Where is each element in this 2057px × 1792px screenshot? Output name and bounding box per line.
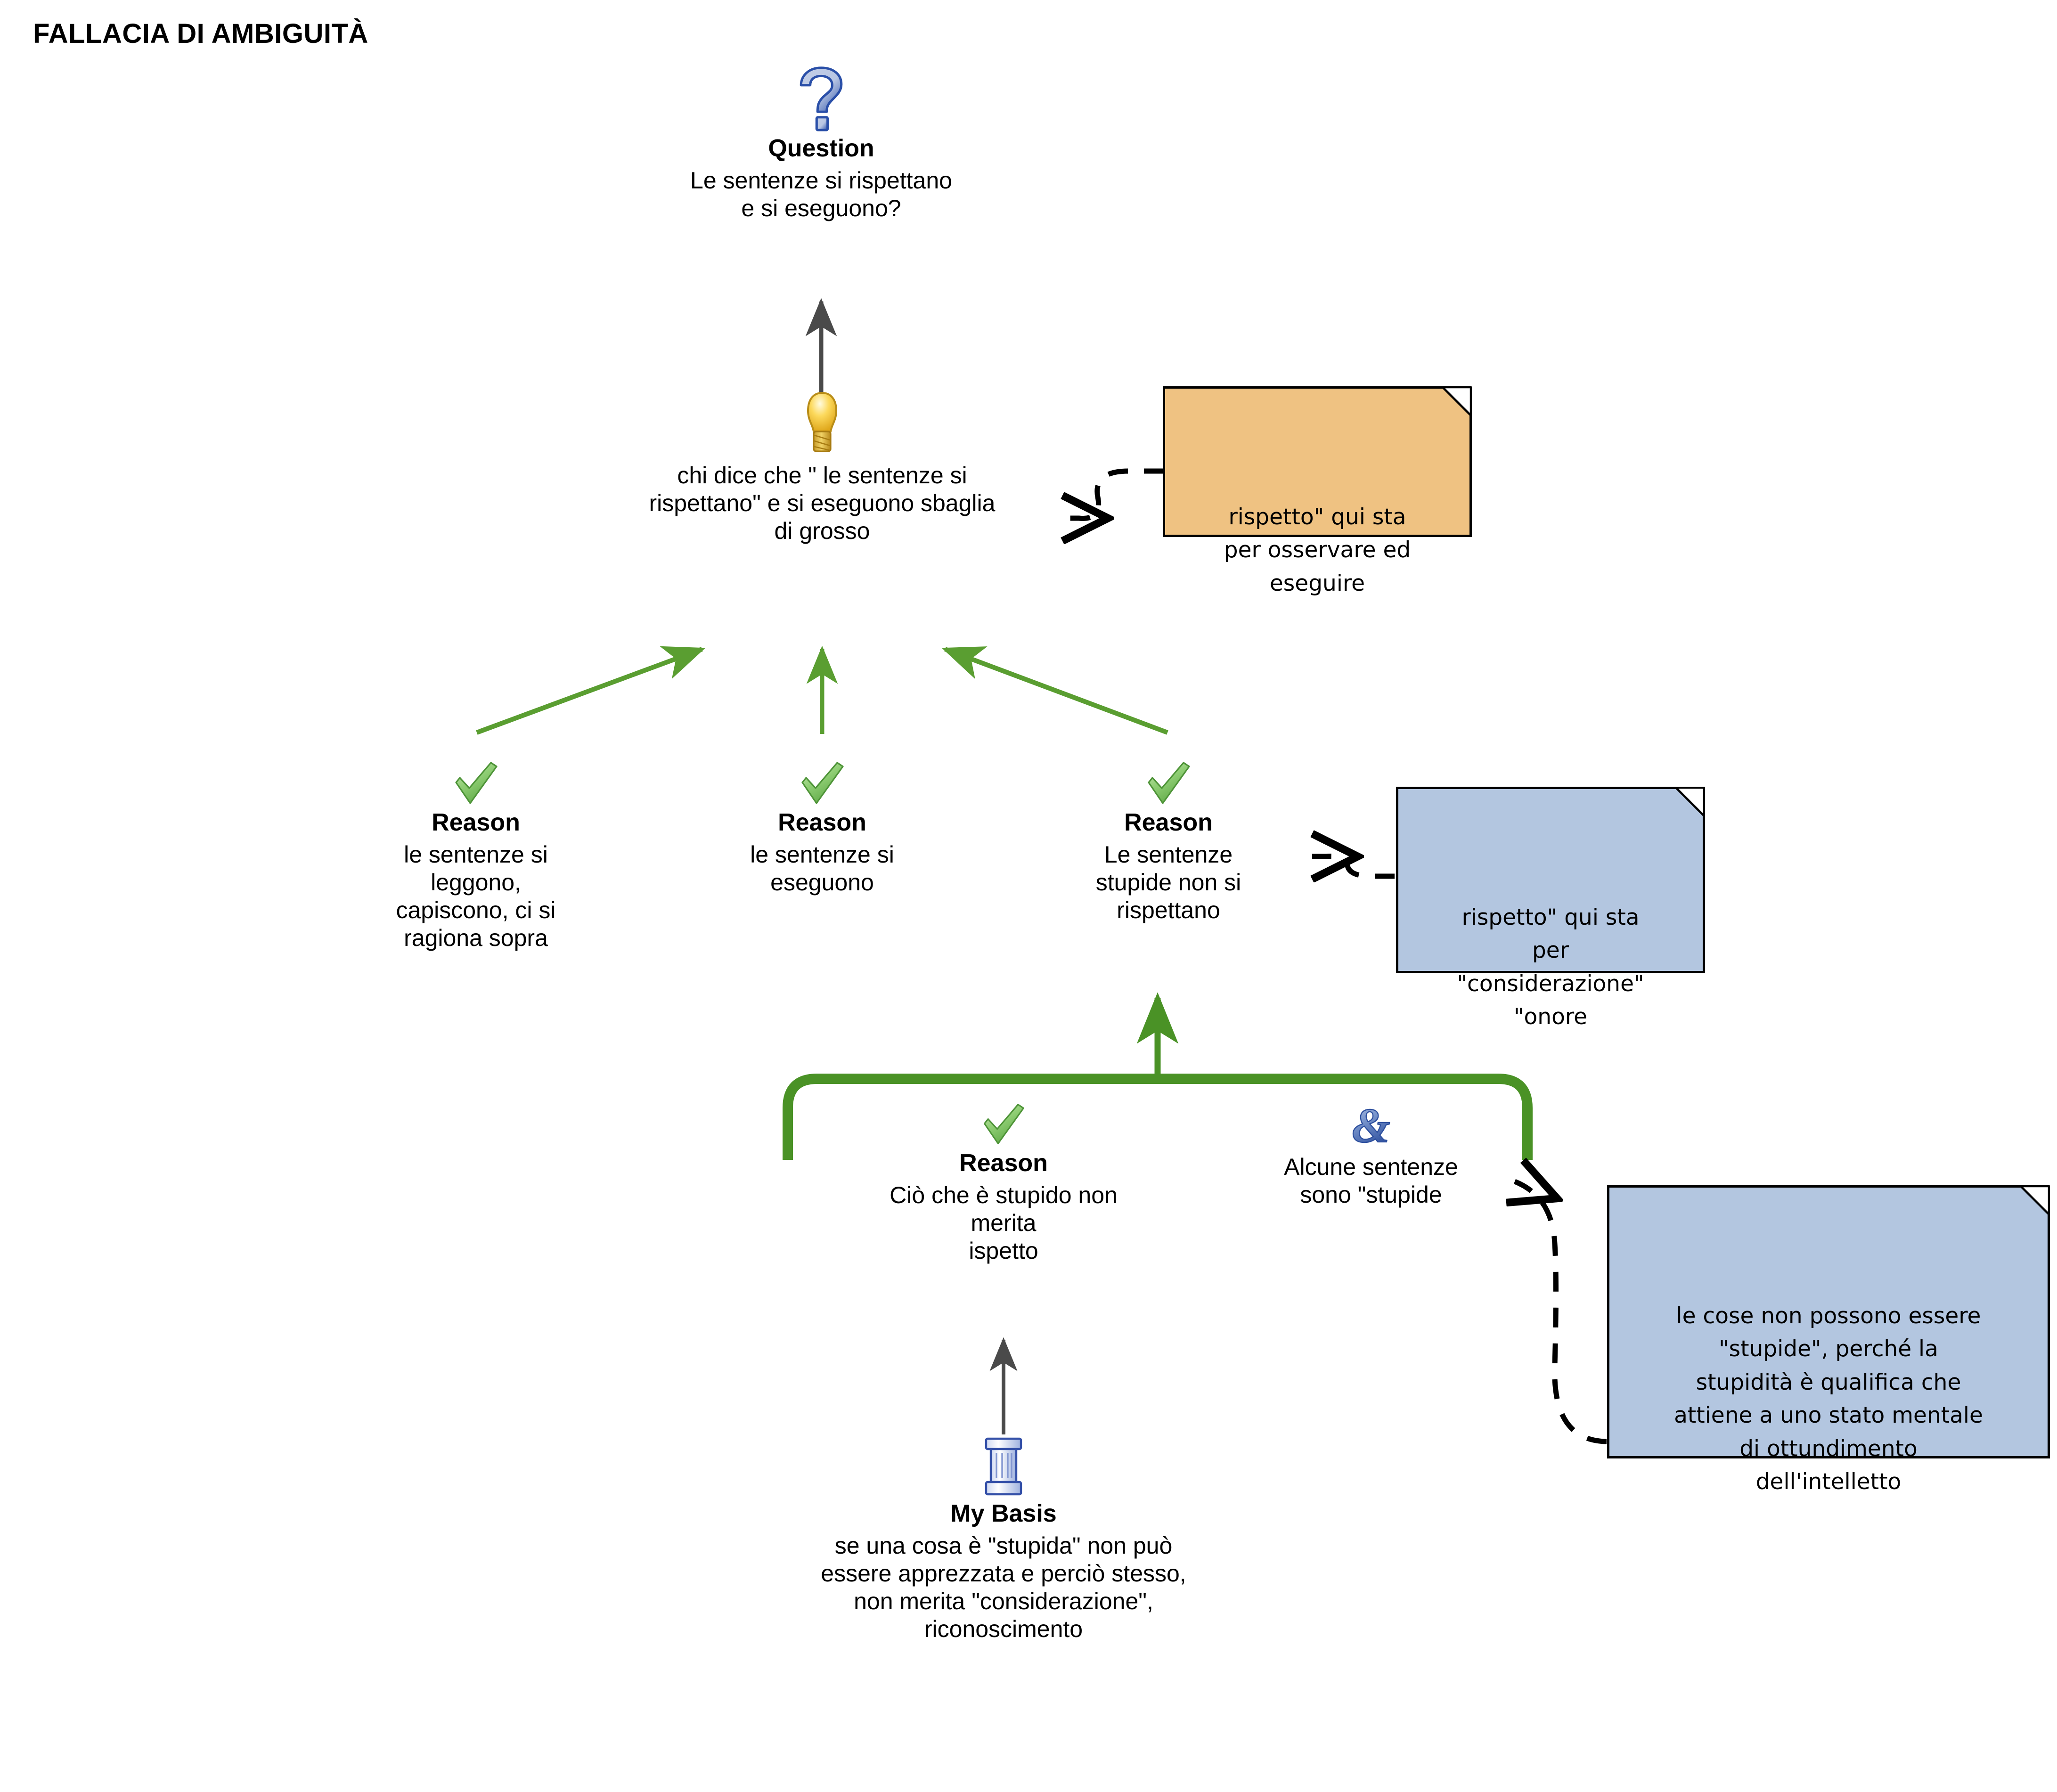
node-type-label: Reason [432,809,520,836]
node-body-text: Le sentenze si rispettano e si eseguono? [690,167,952,222]
node-question[interactable]: Question Le sentenze si rispettano e si … [586,66,1057,222]
sticky-note-blue-1[interactable]: rispetto" qui sta per "considerazione" "… [1396,787,1705,1030]
node-body-text: Alcune sentenze sono "stupide [1284,1154,1458,1208]
question-mark-icon [586,66,1057,132]
node-body-text: se una cosa è "stupida" non può essere a… [821,1532,1186,1643]
note-fold-icon [1443,386,1472,415]
node-my-basis[interactable]: My Basis se una cosa è "stupida" non può… [726,1437,1282,1643]
page-title: FALLACIA DI AMBIGUITÀ [33,18,368,49]
ampersand-icon: & [1234,1098,1508,1153]
pillar-icon [726,1437,1282,1497]
edge-reason3-to-claim [941,646,1168,735]
node-type-label: Reason [778,809,866,836]
node-type-label: Reason [959,1149,1048,1177]
node-body-text: Le sentenze stupide non si rispettano [1095,841,1241,924]
green-check-icon [349,761,603,806]
svg-text:&: & [1352,1102,1390,1149]
edge-reason1-to-claim [476,646,706,735]
note-fold-icon [1676,787,1705,816]
node-body-text: chi dice che " le sentenze si rispettano… [649,462,996,544]
node-claim[interactable]: chi dice che " le sentenze si rispettano… [554,391,1091,545]
green-check-icon [829,1102,1178,1147]
node-body-text: le sentenze si eseguono [750,841,894,896]
sticky-note-blue-2[interactable]: le cose non possono essere "stupide", pe… [1607,1185,2050,1495]
node-type-label: My Basis [950,1500,1057,1527]
green-check-icon [697,761,947,806]
green-check-icon [1044,761,1293,806]
node-reason-2[interactable]: Reason le sentenze si eseguono [697,761,947,896]
sticky-note-text: le cose non possono essere "stupide", pe… [1674,1303,1983,1495]
node-body-text: Ciò che è stupido non merita ispetto [890,1182,1118,1264]
node-reason-4[interactable]: Reason Ciò che è stupido non merita ispe… [829,1102,1178,1265]
sticky-note-text: rispetto" qui sta per "considerazione" "… [1457,904,1644,1030]
node-body-text: le sentenze si leggono, capiscono, ci si… [396,841,556,952]
connector-note2-to-reason3 [1312,856,1395,876]
note-fold-icon [2021,1185,2050,1214]
node-reason-3[interactable]: Reason Le sentenze stupide non si rispet… [1044,761,1293,924]
node-reason-1[interactable]: Reason le sentenze si leggono, capiscono… [349,761,603,952]
node-type-label: Question [768,135,874,162]
connector-note3-to-copremise [1515,1181,1607,1444]
node-type-label: Reason [1124,809,1213,836]
lightbulb-icon [554,391,1091,457]
sticky-note-text: rispetto" qui sta per osservare ed esegu… [1224,504,1411,596]
sticky-note-orange[interactable]: rispetto" qui sta per osservare ed esegu… [1163,386,1472,596]
node-co-premise[interactable]: & Alcune sentenze sono "stupide [1234,1098,1508,1209]
